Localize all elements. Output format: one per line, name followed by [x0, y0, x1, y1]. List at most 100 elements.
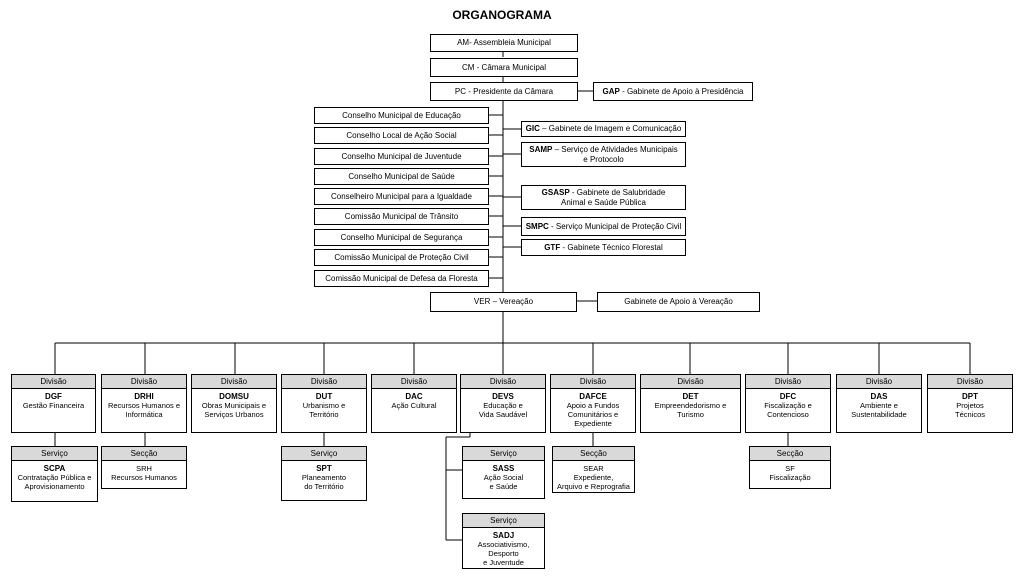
unit-desc: Associativismo, Desporto e Juventude: [477, 540, 530, 567]
unit-code: DEVS: [492, 392, 514, 401]
unit-desc: SRH Recursos Humanos: [111, 464, 177, 482]
office-code: SMPC: [525, 221, 549, 231]
unit-desc: Urbanismo e Território: [302, 401, 346, 419]
unit-code: SADJ: [492, 531, 515, 540]
office-code: SAMP: [529, 144, 553, 154]
unit-header: Serviço: [12, 447, 97, 461]
council-box: Conselho Municipal de Segurança: [314, 229, 489, 246]
unit-desc: SF Fiscalização: [769, 464, 811, 482]
section-srh: Secção SRH Recursos Humanos: [101, 446, 187, 489]
unit-header: Divisão: [746, 375, 830, 389]
unit-code: DAS: [870, 392, 888, 401]
unit-desc: Educação e Vida Saudável: [478, 401, 528, 419]
office-desc: - Serviço Municipal de Proteção Civil: [548, 221, 682, 231]
council-box: Comissão Municipal de Trânsito: [314, 208, 489, 225]
section-sf: Secção SF Fiscalização: [749, 446, 831, 489]
council-box: Conselheiro Municipal para a Igualdade: [314, 188, 489, 205]
unit-code: DET: [682, 392, 699, 401]
gap-code: GAP: [602, 86, 620, 96]
office-gsasp: GSASP - Gabinete de Salubridade Animal e…: [521, 185, 686, 210]
unit-desc: Apoio a Fundos Comunitários e Expediente: [566, 401, 620, 428]
unit-header: Secção: [553, 447, 634, 461]
unit-desc: Gestão Financeira: [22, 401, 85, 410]
presidente-camara-box: PC - Presidente da Câmara: [430, 82, 578, 101]
office-desc: - Gabinete Técnico Florestal: [560, 242, 663, 252]
unit-header: Divisão: [12, 375, 95, 389]
unit-code: DAC: [405, 392, 423, 401]
office-code: GTF: [544, 242, 561, 252]
unit-desc: Ação Cultural: [391, 401, 437, 410]
gap-desc: - Gabinete de Apoio à Presidência: [619, 86, 744, 96]
unit-code: DRHI: [134, 392, 154, 401]
office-gtf: GTF - Gabinete Técnico Florestal: [521, 239, 686, 256]
unit-desc: Ambiente e Sustentabilidade: [851, 401, 907, 419]
unit-desc: Obras Municipais e Serviços Urbanos: [201, 401, 267, 419]
unit-desc: Fiscalização e Contencioso: [764, 401, 812, 419]
unit-desc: Contratação Pública e Aprovisionamento: [17, 473, 92, 491]
unit-code: SCPA: [43, 464, 66, 473]
assembleia-municipal-box: AM- Assembleia Municipal: [430, 34, 578, 52]
council-box: Conselho Municipal de Educação: [314, 107, 489, 124]
gabinete-apoio-vereacao-box: Gabinete de Apoio à Vereação: [597, 292, 760, 312]
unit-code: DAFCE: [579, 392, 607, 401]
unit-code: SPT: [316, 464, 332, 473]
unit-desc: Projetos Técnicos: [954, 401, 985, 419]
office-desc: - Gabinete de Salubridade Animal e Saúde…: [561, 187, 666, 207]
unit-desc: Ação Social e Saúde: [483, 473, 524, 491]
unit-header: Serviço: [463, 447, 544, 461]
unit-header: Serviço: [463, 514, 544, 528]
council-box: Conselho Local de Ação Social: [314, 127, 489, 144]
council-box: Conselho Municipal de Juventude: [314, 148, 489, 165]
unit-header: Divisão: [928, 375, 1012, 389]
office-code: GSASP: [541, 187, 570, 197]
unit-desc: Recursos Humanos e Informática: [107, 401, 181, 419]
office-samp: SAMP – Serviço de Atividades Municipais …: [521, 142, 686, 167]
council-box: Comissão Municipal de Defesa da Floresta: [314, 270, 489, 287]
page-title: ORGANOGRAMA: [452, 8, 552, 22]
office-desc: – Serviço de Atividades Municipais e Pro…: [554, 144, 678, 164]
office-smpc: SMPC - Serviço Municipal de Proteção Civ…: [521, 217, 686, 236]
unit-code: DOMSU: [219, 392, 249, 401]
council-box: Comissão Municipal de Proteção Civil: [314, 249, 489, 266]
section-sear: Secção SEAR Expediente, Arquivo e Reprog…: [552, 446, 635, 493]
unit-header: Divisão: [102, 375, 186, 389]
camara-municipal-box: CM - Câmara Municipal: [430, 58, 578, 77]
office-code: GIC: [525, 124, 540, 133]
unit-desc: Empreendedorismo e Turismo: [654, 401, 727, 419]
unit-header: Divisão: [282, 375, 366, 389]
unit-header: Divisão: [837, 375, 921, 389]
unit-code: DPT: [962, 392, 978, 401]
unit-header: Divisão: [461, 375, 545, 389]
unit-header: Secção: [102, 447, 186, 461]
unit-header: Secção: [750, 447, 830, 461]
unit-desc: SEAR Expediente, Arquivo e Reprografia: [557, 464, 630, 491]
unit-header: Divisão: [551, 375, 635, 389]
unit-code: DFC: [779, 392, 797, 401]
unit-header: Divisão: [372, 375, 456, 389]
unit-code: DUT: [315, 392, 333, 401]
office-desc: – Gabinete de Imagem e Comunicação: [539, 124, 682, 133]
unit-code: SASS: [492, 464, 515, 473]
vereacao-box: VER – Vereação: [430, 292, 577, 312]
unit-code: DGF: [45, 392, 62, 401]
gap-box: GAP - Gabinete de Apoio à Presidência: [593, 82, 753, 101]
office-gic: GIC – Gabinete de Imagem e Comunicação: [521, 121, 686, 137]
unit-header: Serviço: [282, 447, 366, 461]
council-box: Conselho Municipal de Saúde: [314, 168, 489, 185]
unit-header: Divisão: [192, 375, 276, 389]
unit-header: Divisão: [641, 375, 740, 389]
